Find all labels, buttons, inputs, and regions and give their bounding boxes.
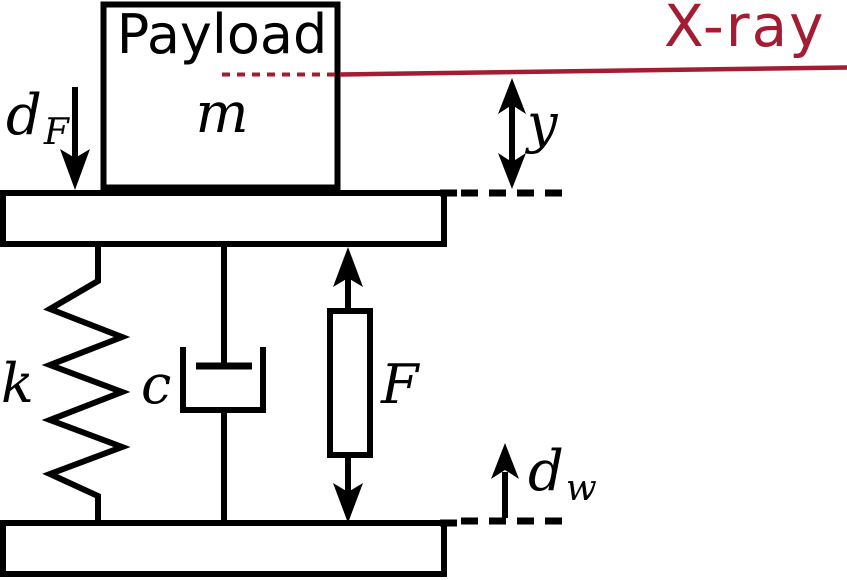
actuator-arrowhead-down-icon bbox=[333, 483, 363, 523]
input-force-subscript: F bbox=[43, 112, 69, 153]
spring-label: k bbox=[1, 352, 34, 415]
ground-motion-subscript: w bbox=[565, 468, 597, 509]
input-force-base: d bbox=[6, 83, 42, 148]
actuator-body bbox=[327, 308, 373, 458]
y-arrowhead-up-icon bbox=[498, 78, 526, 114]
payload-label: Payload bbox=[116, 3, 328, 66]
actuator-force-label: F bbox=[381, 353, 419, 416]
dw-arrowhead-icon bbox=[491, 443, 519, 479]
damper-label: c bbox=[141, 353, 172, 416]
input-force-label: dF bbox=[6, 88, 69, 151]
ground-motion-base: d bbox=[528, 439, 564, 504]
actuator-arrowhead-up-icon bbox=[333, 247, 363, 287]
xray-title: X-ray bbox=[664, 0, 826, 60]
bottom-platform bbox=[0, 520, 447, 577]
ground-motion-label: dw bbox=[528, 444, 597, 507]
xray-beam-line bbox=[339, 65, 847, 77]
top-platform bbox=[0, 190, 447, 247]
beam-offset-label: y bbox=[527, 92, 558, 155]
spring-symbol bbox=[41, 247, 131, 523]
df-arrowhead-icon bbox=[60, 149, 90, 190]
y-arrowhead-down-icon bbox=[498, 153, 526, 189]
mass-label: m bbox=[195, 81, 249, 146]
payload-box bbox=[100, 1, 341, 191]
